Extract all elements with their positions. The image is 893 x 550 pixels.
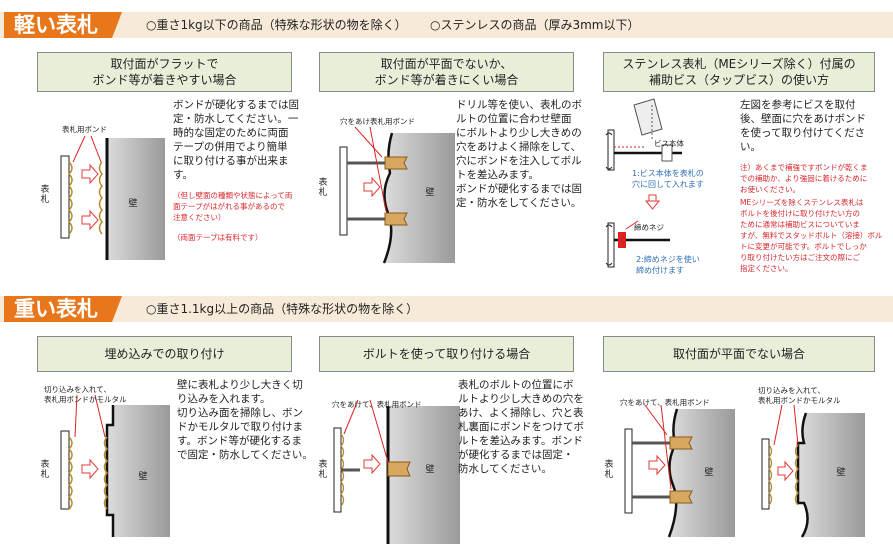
light-panel2-heading: 取付面が平面でないか、 ボンド等が着きにくい場合: [319, 52, 574, 92]
heavy-panel3-diagram-right: [761, 404, 865, 538]
heavy-panel2-sign-label: 表 札: [318, 460, 328, 480]
heavy-panel1-text: 壁に表札より少し大きく切 り込みを入れます。 切り込み面を掃除し、ボン ドかモル…: [177, 379, 313, 461]
light-panel2-diagram: [339, 126, 455, 264]
light-condition-stainless: ○ステンレスの商品（厚み3mm以下）: [430, 18, 640, 32]
light-panel3-note1: 注）あくまで補強ですボンドが乾くま での補助か、より強固に着けるために お使いく…: [740, 163, 868, 194]
heavy-condition-weight: ○重さ1.1kg以上の商品（特殊な形状の物を除く）: [146, 302, 419, 316]
heavy-panel2-text: 表札のボルトの位置にボ ルトより少し大きめの穴を あけ、よく掃除し、穴と表 札裏…: [458, 379, 584, 475]
light-panel2-text: ドリル等を使い、表札のボ ルトの位置に合わせ壁面 にボルトより少し大きめの 穴を…: [456, 99, 582, 209]
heavy-panel3-sign-label: 表 札: [604, 460, 614, 480]
light-panel2-sign-label: 表 札: [318, 178, 328, 198]
heavy-panel1-wall-label: 壁: [138, 472, 148, 482]
heavy-section-banner: 重い表札 ○重さ1.1kg以上の商品（特殊な形状の物を除く）: [0, 296, 893, 322]
heavy-panel3-heading: 取付面が平面でない場合: [603, 336, 875, 372]
light-panel3-nut-label: 締めネジ: [634, 223, 664, 232]
light-panel2-bond-label: 穴をあけ表札用ボンド: [340, 117, 415, 126]
heavy-panel2-diagram: [333, 399, 460, 544]
heavy-section-tag: 重い表札: [4, 296, 122, 322]
heavy-panel1-heading: 埋め込みでの取り付け: [37, 336, 292, 372]
light-panel1-note2: （両面テープは有料です）: [173, 233, 263, 242]
heavy-panel2-heading: ボルトを使って取り付ける場合: [319, 336, 574, 372]
light-panel1-note1: （但し壁面の種類や状態によって両 面テープがはがれる事があるので 注意ください）: [173, 191, 293, 222]
heavy-panel2-wall-label: 壁: [425, 465, 435, 475]
light-panel1-text: ボンドが硬化するまでは固 定・防水してください。一 時的な固定のために両面 テー…: [173, 99, 299, 181]
light-panel1-sign-label: 表 札: [40, 185, 50, 205]
light-panel1-wall-label: 壁: [128, 199, 138, 209]
light-panel3-diagram: [605, 98, 682, 268]
heavy-panel1-label: 切り込みを入れて、 表札用ボンドかモルタル: [44, 385, 127, 404]
heavy-panel3-label-left: 穴をあけて、表札用ボンド: [620, 398, 710, 407]
heavy-panel2-label: 穴をあけて、表札用ボンド: [332, 400, 422, 409]
heavy-panel3-wall-label-left: 壁: [704, 468, 714, 478]
light-section-banner: 軽い表札 ○重さ1kg以下の商品（特殊な形状の物を除く） ○ステンレスの商品（厚…: [0, 12, 893, 38]
light-panel2-wall-label: 壁: [425, 188, 435, 198]
light-condition-weight: ○重さ1kg以下の商品（特殊な形状の物を除く）: [146, 18, 407, 32]
light-panel3-text: 左図を参考にビスを取付 後、壁面に穴をあけボンド を使って取り付けてくださ い。: [740, 99, 866, 153]
heavy-panel3-label-right: 切り込みを入れて、 表札用ボンドかモルタル: [758, 386, 841, 405]
heavy-panel3-wall-label-right: 壁: [836, 468, 846, 478]
light-panel3-screw-label: ビス本体: [654, 139, 684, 148]
light-panel3-step2: 2:締めネジを使い 締め付けます: [636, 255, 700, 275]
light-panel3-note2: MEシリーズを除くステンレス表札は ボルトを後付けに取り付けたい方の ために通常…: [740, 198, 883, 273]
light-panel3-step1: 1:ビス本体を表札の 穴に回して入れます: [632, 169, 704, 189]
light-panel3-heading: ステンレス表札（MEシリーズ除く）付属の 補助ビス（タップビス）の使い方: [603, 52, 875, 92]
heavy-panel1-diagram: [60, 394, 170, 537]
heavy-panel3-diagram-left: [624, 404, 735, 538]
light-section-tag: 軽い表札: [4, 12, 122, 38]
heavy-panel1-sign-label: 表 札: [40, 460, 50, 480]
light-panel1-heading: 取付面がフラットで ボンド等が着きやすい場合: [37, 52, 292, 92]
light-panel1-diagram: [60, 135, 165, 260]
light-panel1-bond-label: 表札用ボンド: [62, 125, 107, 134]
